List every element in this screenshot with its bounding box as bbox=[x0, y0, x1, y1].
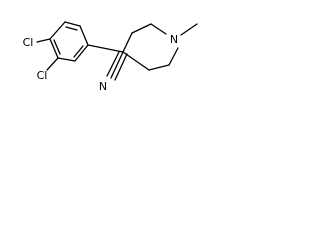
piperidine-bond bbox=[168, 47, 179, 66]
nitrile-bond-line bbox=[106, 51, 120, 77]
benzene-bond bbox=[74, 44, 89, 62]
benzene-bond bbox=[49, 21, 66, 40]
n-methyl-bond bbox=[180, 23, 198, 36]
aryl-quaternary-bond bbox=[87, 44, 124, 53]
benzene-bond bbox=[79, 25, 89, 46]
piperidine-bond bbox=[150, 23, 167, 35]
benzene-double-bond bbox=[53, 39, 61, 55]
piperidine-bond bbox=[122, 32, 133, 53]
cl-bottom-bond bbox=[46, 57, 59, 71]
nitrile-bond-line bbox=[110, 51, 124, 79]
nitrile-bond-line bbox=[114, 53, 128, 81]
piperidine-bond bbox=[122, 51, 150, 71]
molecule-drawing: Cl Cl N N bbox=[23, 21, 198, 93]
ring-nitrogen-label: N bbox=[170, 33, 178, 46]
benzene-bond bbox=[49, 38, 59, 59]
benzene-ring bbox=[49, 21, 89, 62]
structure-diagram: Cl Cl N N bbox=[0, 0, 211, 114]
chlorine-bottom-label: Cl bbox=[37, 69, 48, 82]
benzene-bond bbox=[57, 57, 76, 62]
nitrile-triple-bond bbox=[106, 51, 128, 81]
cl-top-bond bbox=[36, 38, 51, 43]
piperidine-bond bbox=[131, 23, 152, 34]
benzene-double-bond bbox=[73, 45, 84, 58]
chlorine-top-label: Cl bbox=[23, 36, 34, 49]
benzene-bond bbox=[64, 21, 81, 27]
nitrile-nitrogen-label: N bbox=[99, 80, 107, 93]
benzene-double-bond bbox=[65, 26, 78, 31]
piperidine-ring bbox=[122, 23, 179, 71]
piperidine-bond bbox=[148, 64, 170, 71]
